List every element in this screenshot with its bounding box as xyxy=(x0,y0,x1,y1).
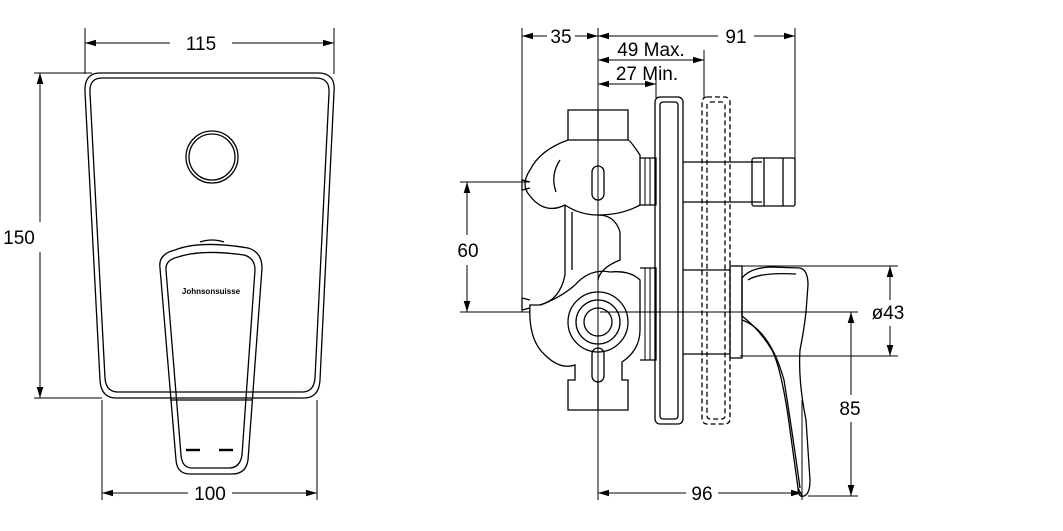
cover-plate-min-position xyxy=(654,96,684,425)
cover-plate xyxy=(84,72,335,399)
cartridge-core xyxy=(583,307,613,337)
dimension-lever-reach: 96 xyxy=(691,484,712,505)
lower-inlet-tab xyxy=(521,297,531,311)
cartridge-outer xyxy=(567,291,629,353)
lever-handle xyxy=(159,243,263,475)
dimension-height: 150 xyxy=(3,228,35,249)
lever-side-profile xyxy=(741,266,811,497)
upper-thread xyxy=(640,157,657,206)
cover-plate-min-inner xyxy=(659,101,679,420)
diverter-knob-inner xyxy=(188,133,236,181)
brand-logo: Johnsonsuisse xyxy=(182,287,241,296)
lever-collar xyxy=(199,239,225,243)
diverter-spindle xyxy=(683,157,796,207)
body-web xyxy=(597,214,621,281)
lever-handle-inner-edge xyxy=(165,251,256,469)
valve-body xyxy=(521,109,657,411)
lever-side xyxy=(683,265,811,497)
lever-side-edge xyxy=(747,272,797,281)
dimension-lever-height: 85 xyxy=(839,399,860,420)
lower-body xyxy=(529,270,641,411)
dimension-inlet-spacing: 60 xyxy=(457,241,478,262)
lower-thread xyxy=(640,267,657,361)
dimension-depth-max: 49 Max. xyxy=(617,40,685,61)
diverter-knob xyxy=(185,130,239,184)
upper-body xyxy=(524,139,641,216)
dimension-depth-min: 27 Min. xyxy=(616,64,678,85)
cover-plate-max-inner xyxy=(706,101,726,420)
dimension-diameter: ø43 xyxy=(872,303,905,324)
front-view: 115 150 100 Johnsonsuisse xyxy=(3,28,335,505)
dimension-width-bottom: 100 xyxy=(194,484,226,505)
lever-tip xyxy=(797,487,803,497)
lower-inlet-slot xyxy=(591,347,605,383)
dimension-depth-left: 35 xyxy=(550,27,571,48)
cover-plate-inner-edge xyxy=(89,77,330,393)
side-view: 35 91 49 Max. 27 Min. 60 ø43 85 96 xyxy=(457,27,904,505)
lever-side-edge xyxy=(741,319,801,489)
upper-inlet-slot xyxy=(591,165,605,201)
body-contour xyxy=(553,159,561,193)
cartridge-ring xyxy=(575,299,621,345)
dimension-width-top: 115 xyxy=(186,34,216,55)
cover-plate-max-position xyxy=(701,96,731,425)
diverter-button xyxy=(751,157,796,207)
dimension-depth-right: 91 xyxy=(725,27,746,48)
body-web xyxy=(539,205,566,306)
upper-inlet-tab xyxy=(521,179,531,191)
